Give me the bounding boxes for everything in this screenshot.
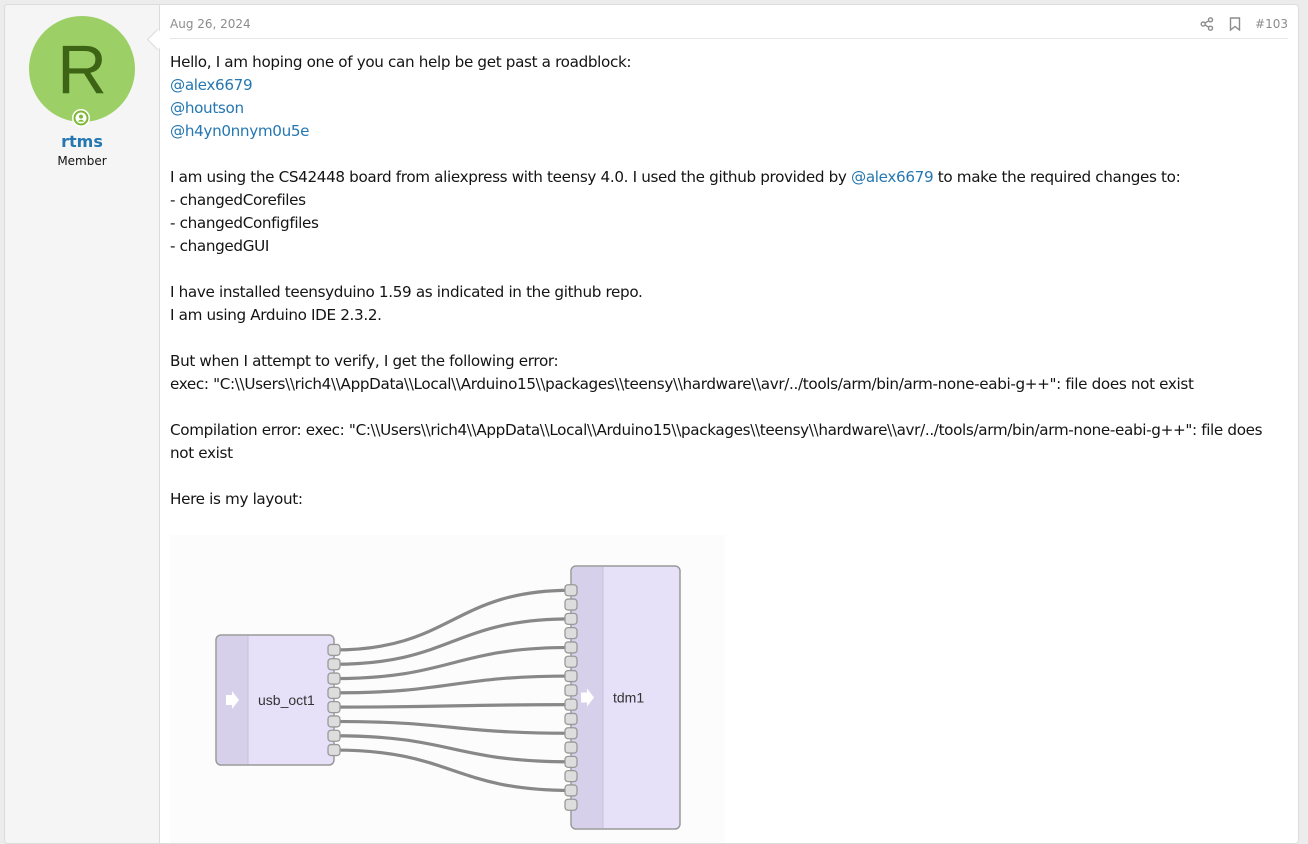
diagram-wire: [333, 588, 572, 652]
diagram-input-port: [564, 712, 578, 726]
diagram-wire: [333, 719, 572, 735]
diagram-output-port: [327, 672, 341, 685]
diagram-wire: [333, 645, 572, 681]
diagram-output-port: [327, 715, 341, 728]
diagram-input-port: [564, 655, 578, 668]
text: I am using the CS42448 board from aliexp…: [170, 168, 851, 186]
layout-label: Here is my layout:: [170, 490, 303, 508]
list-item: - changedConfigfiles: [170, 214, 319, 232]
mention-link[interactable]: @houtson: [170, 99, 244, 117]
diagram-input-port: [564, 698, 578, 711]
diagram-output-port: [327, 743, 341, 757]
text: to make the required changes to:: [933, 168, 1181, 186]
layout-diagram-image[interactable]: usb_oct1 tdm1: [170, 535, 725, 843]
diagram-wire: [333, 617, 572, 666]
post-body: Hello, I am hoping one of you can help b…: [170, 51, 1288, 511]
node-arrow-icon: [226, 691, 239, 709]
diagram-output-port: [327, 643, 341, 657]
post-date-link[interactable]: Aug 26, 2024: [170, 17, 251, 31]
diagram-input-port: [564, 741, 578, 754]
online-status-icon: [72, 109, 90, 127]
verify-line: But when I attempt to verify, I get the …: [170, 352, 559, 370]
diagram-wire: [333, 703, 572, 709]
diagram-input-port: [564, 627, 578, 640]
diagram-input-port: [564, 798, 578, 811]
diagram-node-label: usb_oct1: [258, 692, 315, 708]
mention-link[interactable]: @alex6679: [851, 168, 934, 186]
compilation-error-line: Compilation error: exec: "C:\\Users\\ric…: [170, 421, 1263, 462]
error-line: exec: "C:\\Users\\rich4\\AppData\\Local\…: [170, 375, 1194, 393]
diagram-input-port: [564, 727, 578, 740]
audio-design-diagram: usb_oct1 tdm1: [215, 565, 681, 830]
node-arrow-icon: [581, 688, 594, 707]
diagram-input-port: [564, 584, 578, 597]
share-button[interactable]: [1193, 16, 1221, 32]
intro-text: Hello, I am hoping one of you can help b…: [170, 53, 632, 71]
mention-link[interactable]: @alex6679: [170, 76, 253, 94]
board-paragraph: I am using the CS42448 board from aliexp…: [170, 166, 1288, 189]
diagram-wire: [333, 674, 572, 695]
diagram-node-label: tdm1: [613, 690, 644, 706]
diagram-wire: [333, 734, 572, 764]
ide-line: I am using Arduino IDE 2.3.2.: [170, 306, 382, 324]
post-actions: #103: [1193, 16, 1288, 32]
diagram-input-port: [564, 769, 578, 783]
bookmark-button[interactable]: [1221, 16, 1249, 32]
mention-link[interactable]: @h4yn0nnym0u5e: [170, 122, 310, 140]
username-link[interactable]: rtms: [61, 132, 103, 151]
user-title: Member: [57, 154, 107, 168]
diagram-output-port: [327, 686, 341, 700]
teensyduino-line: I have installed teensyduino 1.59 as ind…: [170, 283, 643, 301]
message-attribution: Aug 26, 2024 #103: [170, 5, 1288, 39]
diagram-output-port: [327, 729, 341, 742]
diagram-input-port: [564, 612, 578, 625]
bookmark-icon: [1229, 17, 1241, 31]
user-avatar[interactable]: R: [29, 16, 135, 122]
avatar-letter: R: [57, 30, 107, 108]
diagram-output-port: [327, 658, 341, 671]
diagram-wire: [333, 748, 572, 793]
post-number-link[interactable]: #103: [1255, 17, 1288, 31]
diagram-input-port: [564, 669, 578, 683]
diagram-input-port: [564, 598, 578, 611]
user-cell: R rtms Member: [5, 5, 160, 843]
share-icon: [1200, 17, 1214, 31]
forum-post: R rtms Member Aug 26, 2024: [4, 4, 1299, 844]
list-item: - changedGUI: [170, 237, 270, 255]
diagram-input-port: [564, 755, 578, 769]
message-main: Aug 26, 2024 #103: [170, 5, 1288, 843]
diagram-output-port: [327, 700, 341, 714]
diagram-input-port: [564, 684, 578, 697]
diagram-input-port: [564, 641, 578, 654]
diagram-input-port: [564, 784, 578, 797]
list-item: - changedCorefiles: [170, 191, 306, 209]
